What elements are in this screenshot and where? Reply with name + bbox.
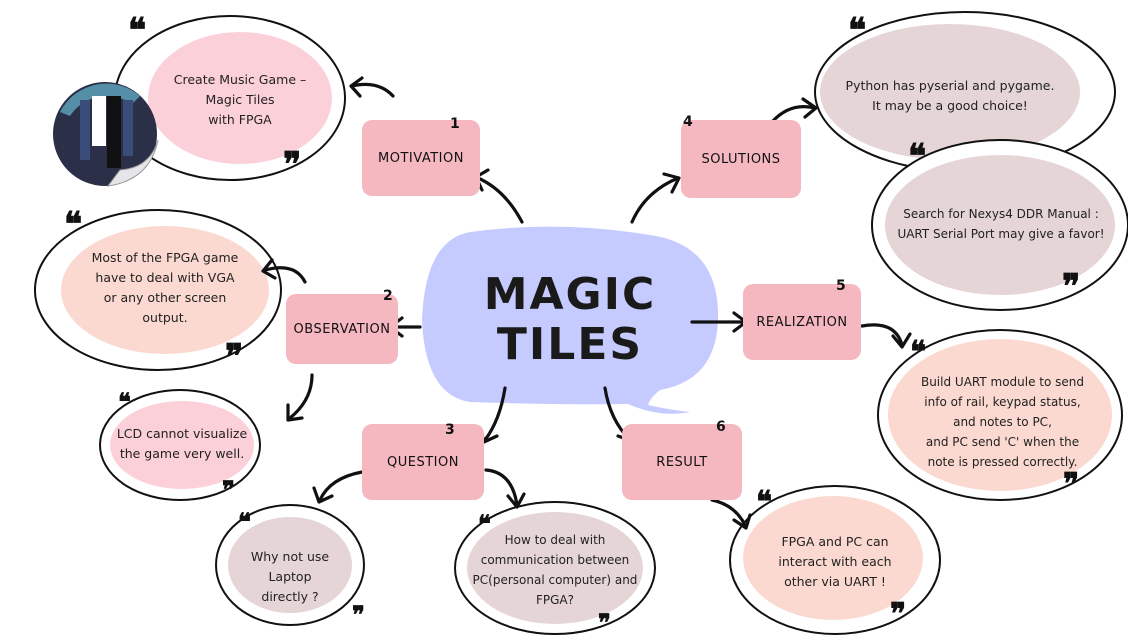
close-quote-icon: ❞ (890, 597, 907, 632)
arrow-question-to-laptop (318, 470, 364, 502)
step-observation: OBSERVATION (286, 294, 398, 364)
bubble-result-interact (729, 485, 941, 635)
arrow-center-to-question (483, 386, 507, 442)
arrow-observation-to-vga (263, 266, 307, 284)
center-cloud (422, 226, 719, 414)
close-quote-icon: ❞ (222, 475, 235, 504)
arrow-center-to-motivation (476, 176, 524, 224)
text-line: Build UART module to send (920, 375, 1085, 389)
arrow-result-to-interact (710, 498, 747, 527)
step-observation-number: 2 (383, 288, 393, 304)
step-realization: REALIZATION (743, 284, 861, 360)
bubble-solutions-manual (871, 139, 1128, 311)
step-solutions: SOLUTIONS (681, 120, 801, 198)
step-motivation: MOTIVATION (362, 120, 480, 196)
step-result: RESULT (622, 424, 742, 500)
step-question: QUESTION (362, 424, 484, 500)
open-quote-icon: ❝ (64, 205, 83, 245)
text-line: It may be a good choice! (872, 98, 1028, 113)
step-realization-number: 5 (836, 278, 846, 294)
text-line: interact with each (778, 554, 892, 569)
arrow-motivation-to-bubble (350, 82, 395, 98)
bubble-motivation (114, 15, 346, 181)
bubble-solutions-manual-text: Search for Nexys4 DDR Manual : UART Seri… (886, 204, 1116, 244)
step-question-label: QUESTION (387, 454, 459, 470)
text-line: Python has pyserial and pygame. (845, 78, 1055, 93)
text-line: FPGA and PC can (781, 534, 889, 549)
text-line: or any other screen (103, 290, 227, 305)
close-quote-icon: ❞ (225, 337, 244, 377)
text-line: FPGA? (535, 593, 574, 607)
text-line: have to deal with VGA (95, 270, 235, 285)
step-realization-label: REALIZATION (756, 314, 848, 330)
text-line: Search for Nexys4 DDR Manual : (903, 207, 1099, 221)
open-quote-icon: ❝ (238, 507, 251, 536)
text-line: UART Serial Port may give a favor! (897, 227, 1105, 241)
open-quote-icon: ❝ (908, 137, 927, 177)
close-quote-icon: ❞ (598, 608, 611, 637)
title-line-1: MAGIC (483, 269, 657, 320)
bubble-result-interact-text: FPGA and PC can interact with each other… (760, 532, 910, 592)
game-thumbnail-image (53, 82, 159, 187)
bubble-question-comm (454, 501, 656, 635)
step-result-label: RESULT (656, 454, 708, 470)
bubble-realization-uart (877, 329, 1123, 501)
text-line: and notes to PC, (953, 415, 1052, 429)
step-motivation-number: 1 (450, 116, 460, 132)
title-line-2: TILES (496, 319, 644, 370)
bubble-observation-vga-text: Most of the FPGA game have to deal with … (70, 248, 260, 328)
text-line: other via UART ! (784, 574, 886, 589)
text-line: directly ? (261, 589, 319, 604)
arrow-center-to-solutions (630, 176, 680, 224)
text-line: Create Music Game – (173, 72, 307, 87)
text-line: info of rail, keypad status, (924, 395, 1081, 409)
text-line: note is pressed correctly. (927, 455, 1078, 469)
bubble-observation-vga (34, 209, 282, 371)
bubble-observation-lcd (99, 389, 261, 501)
text-line: communication between (480, 553, 630, 567)
text-line: output. (142, 310, 188, 325)
text-line: Magic Tiles (205, 92, 275, 107)
text-line: the game very well. (119, 446, 245, 461)
bubble-question-comm-text: How to deal with communication between P… (460, 530, 650, 610)
text-line: and PC send 'C' when the (925, 435, 1080, 449)
step-observation-label: OBSERVATION (293, 321, 391, 337)
bubble-realization-uart-text: Build UART module to send info of rail, … (900, 372, 1105, 472)
text-line: LCD cannot visualize (116, 426, 248, 441)
close-quote-icon: ❞ (352, 600, 365, 629)
close-quote-icon: ❞ (1062, 267, 1081, 307)
text-line: Most of the FPGA game (91, 250, 239, 265)
step-question-number: 3 (445, 422, 455, 438)
close-quote-icon: ❞ (1063, 467, 1080, 502)
bubble-question-laptop (215, 504, 365, 626)
open-quote-icon: ❝ (478, 509, 491, 538)
close-quote-icon: ❞ (283, 145, 302, 185)
step-solutions-number: 4 (683, 114, 693, 130)
arrow-question-to-comm (484, 468, 519, 507)
text-line: Why not use Laptop (250, 549, 330, 584)
arrow-observation-to-lcd (288, 373, 314, 420)
bubble-motivation-text: Create Music Game – Magic Tiles with FPG… (150, 70, 330, 130)
open-quote-icon: ❝ (910, 335, 927, 370)
bubble-observation-lcd-text: LCD cannot visualize the game very well. (110, 424, 254, 464)
bubble-solutions-python (814, 11, 1116, 173)
diagram-title: MAGIC TILES (470, 270, 670, 370)
bubble-solutions-python-text: Python has pyserial and pygame. It may b… (830, 76, 1070, 116)
open-quote-icon: ❝ (756, 485, 773, 520)
step-result-number: 6 (716, 419, 726, 435)
arrow-realization-to-uart (860, 323, 904, 347)
arrow-solutions-to-python (770, 105, 817, 124)
text-line: PC(personal computer) and (472, 573, 638, 587)
open-quote-icon: ❝ (848, 11, 867, 51)
open-quote-icon: ❝ (118, 387, 131, 416)
step-solutions-label: SOLUTIONS (701, 151, 781, 167)
text-line: with FPGA (208, 112, 272, 127)
open-quote-icon: ❝ (128, 11, 147, 51)
step-motivation-label: MOTIVATION (378, 150, 464, 166)
bubble-question-laptop-text: Why not use Laptop directly ? (230, 547, 350, 607)
text-line: How to deal with (504, 533, 606, 547)
